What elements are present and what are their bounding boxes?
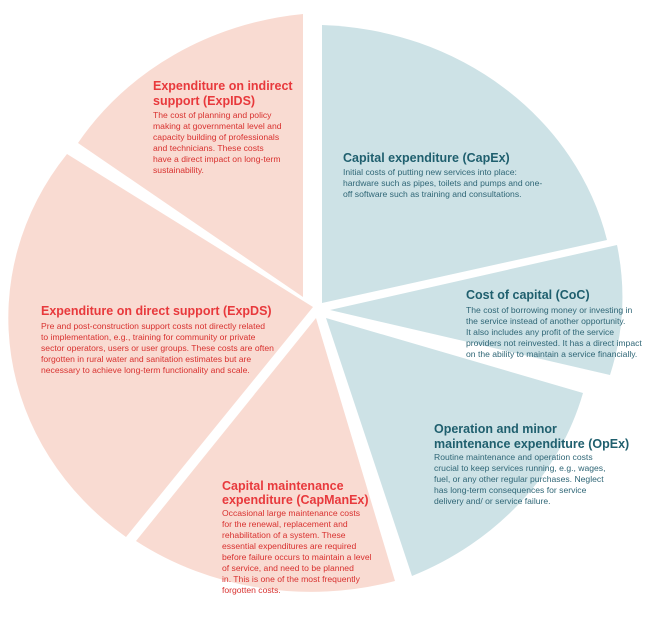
coc-body-line: the service instead of another opportuni… (466, 316, 625, 326)
capmanex-body-line: before failure occurs to maintain a leve… (222, 552, 372, 562)
capmanex-body-line: Occasional large maintenance costs (222, 508, 360, 518)
capmanex-body-line: of service, and need to be planned (222, 563, 354, 573)
opex-body: Routine maintenance and operation costs … (434, 452, 608, 506)
capex-body-line: Initial costs of putting new services in… (343, 167, 517, 177)
opex-title: Operation and minor maintenance expendit… (434, 422, 629, 451)
capmanex-body-line: in. This is one of the most frequently (222, 574, 361, 584)
segment-coc (330, 245, 623, 375)
expds-body-line: necessary to achieve long-term functiona… (41, 365, 250, 375)
opex-title-line: Operation and minor (434, 422, 557, 436)
coc-title-line: Cost of capital (CoC) (466, 288, 590, 302)
expids-body-line: capacity building of professionals (153, 132, 279, 142)
opex-body-line: has long-term consequences for service (434, 485, 587, 495)
expids-body-line: and technicians. These costs (153, 143, 264, 153)
coc-body-line: It also includes any profit of the servi… (466, 327, 614, 337)
expids-body-line: making at governmental level and (153, 121, 282, 131)
capex-title-line: Capital expenditure (CapEx) (343, 151, 510, 165)
expids-title-line: Expenditure on indirect (153, 79, 293, 93)
expids-body-line: sustainability. (153, 165, 204, 175)
expds-body-line: Pre and post-construction support costs … (41, 321, 265, 331)
capmanex-body-line: for the renewal, replacement and (222, 519, 348, 529)
expids-body-line: The cost of planning and policy (153, 110, 272, 120)
capmanex-title-line: Capital maintenance (222, 479, 344, 493)
expds-body: Pre and post-construction support costs … (41, 321, 276, 375)
expids-body-line: have a direct impact on long-term (153, 154, 281, 164)
opex-body-line: fuel, or any other regular purchases. Ne… (434, 474, 604, 484)
capex-body-line: off software such as training and consul… (343, 189, 522, 199)
capmanex-body-line: forgotten costs. (222, 585, 281, 595)
capex-title: Capital expenditure (CapEx) (343, 151, 510, 165)
opex-body-line: delivery and/ or service failure. (434, 496, 551, 506)
coc-title: Cost of capital (CoC) (466, 288, 590, 302)
coc-body-line: on the ability to maintain a service fin… (466, 349, 637, 359)
coc-body: The cost of borrowing money or investing… (466, 305, 644, 359)
capex-body-line: hardware such as pipes, toilets and pump… (343, 178, 542, 188)
opex-body-line: crucial to keep services running, e.g., … (434, 463, 606, 473)
capmanex-title-line: expenditure (CapManEx) (222, 493, 369, 507)
segment-capex (322, 25, 607, 303)
expids-title: Expenditure on indirect support (ExpIDS) (153, 79, 296, 108)
coc-body-line: The cost of borrowing money or investing… (466, 305, 632, 315)
segment-opex (326, 318, 583, 576)
expds-title: Expenditure on direct support (ExpDS) (41, 304, 272, 318)
capmanex-body-line: rehabilitation of a system. These (222, 530, 346, 540)
expds-body-line: sector operators, users or user groups. … (41, 343, 274, 353)
opex-title-line: maintenance expenditure (OpEx) (434, 437, 629, 451)
segment-expids (78, 14, 303, 297)
capmanex-body: Occasional large maintenance costs for t… (222, 508, 374, 595)
expids-body: The cost of planning and policy making a… (153, 110, 284, 175)
capmanex-title: Capital maintenance expenditure (CapManE… (222, 479, 369, 507)
segment-capmanex (136, 318, 395, 592)
expds-body-line: forgotten in rural water and sanitation … (41, 354, 251, 364)
expids-title-line: support (ExpIDS) (153, 94, 255, 108)
expds-title-line: Expenditure on direct support (ExpDS) (41, 304, 272, 318)
capex-body: Initial costs of putting new services in… (343, 167, 545, 199)
capmanex-body-line: essential expenditures are required (222, 541, 356, 551)
coc-body-line: providers not reinvested. It has a direc… (466, 338, 642, 348)
expds-body-line: to implementation, e.g., training for co… (41, 332, 256, 342)
segment-expds (8, 154, 313, 537)
opex-body-line: Routine maintenance and operation costs (434, 452, 593, 462)
